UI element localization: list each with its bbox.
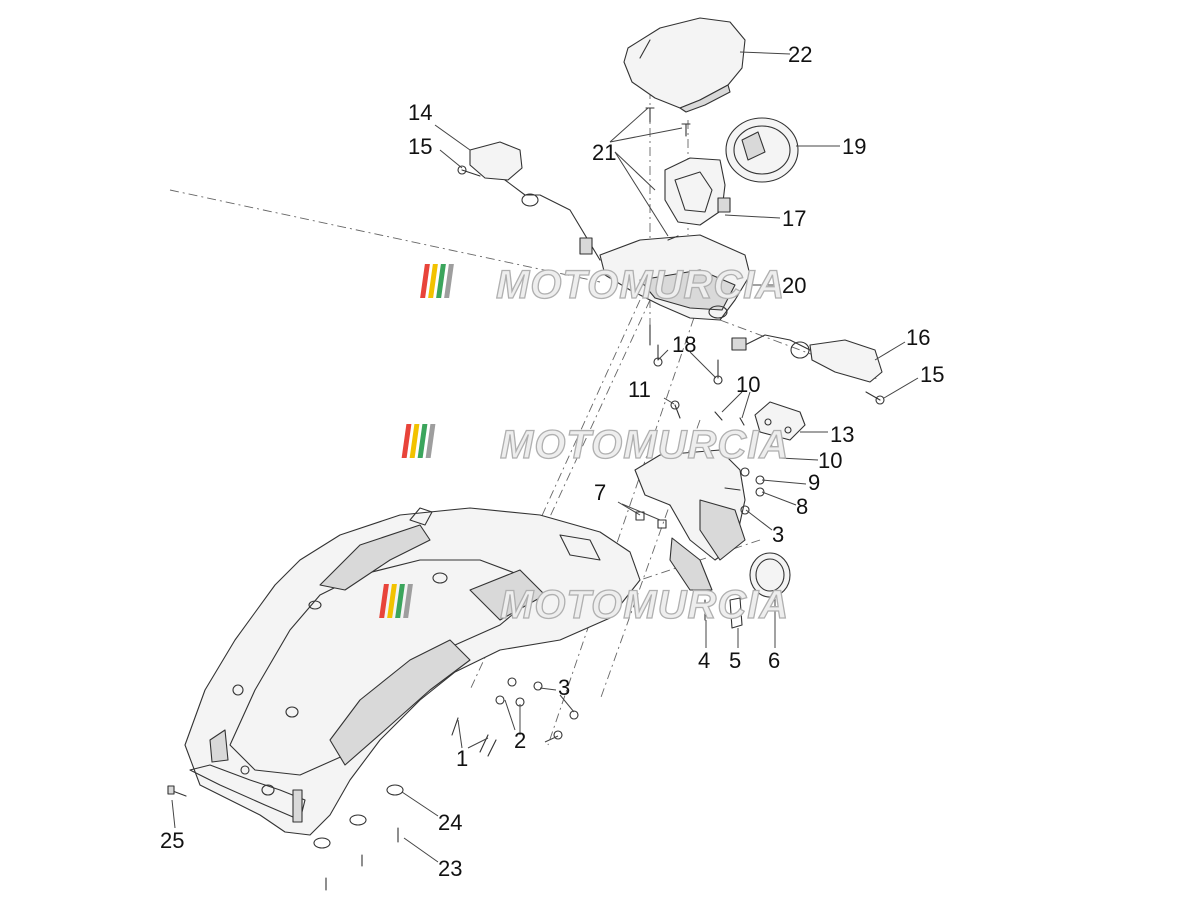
- watermark-text: MOTOMURCIA: [496, 263, 785, 307]
- callout-13: 13: [830, 422, 854, 447]
- right-turn-signal: [731, 334, 883, 383]
- callout-15-right: 15: [920, 362, 944, 387]
- watermark-text: MOTOMURCIA: [500, 423, 789, 467]
- callout-23: 23: [438, 856, 462, 881]
- callout-4: 4: [698, 648, 710, 673]
- callout-15-left: 15: [408, 134, 432, 159]
- callout-18: 18: [672, 332, 696, 357]
- watermark-text: MOTOMURCIA: [500, 583, 789, 627]
- callout-17: 17: [782, 206, 806, 231]
- callout-labels: 22 19 21 17 20 14 15 16 15 18 11 10 13 1…: [160, 42, 944, 881]
- callout-25: 25: [160, 828, 184, 853]
- callout-7: 7: [594, 480, 606, 505]
- callout-24: 24: [438, 810, 462, 835]
- reflector-bracket: [754, 401, 806, 441]
- callout-1: 1: [456, 746, 468, 771]
- license-holder: [599, 234, 751, 321]
- callout-14: 14: [408, 100, 432, 125]
- callout-2: 2: [514, 728, 526, 753]
- callout-16: 16: [906, 325, 930, 350]
- callout-19: 19: [842, 134, 866, 159]
- assembly-lines: [169, 90, 881, 746]
- plate-carrier: [634, 449, 746, 629]
- callout-5: 5: [729, 648, 741, 673]
- callout-6: 6: [768, 648, 780, 673]
- left-turn-signal: [469, 141, 601, 261]
- watermark-middle: MOTOMURCIA: [401, 422, 789, 468]
- lamp-holder: [664, 157, 731, 226]
- callout-3-upper: 3: [772, 522, 784, 547]
- leader-lines: [171, 51, 919, 863]
- callout-3-lower: 3: [558, 675, 570, 700]
- callout-22: 22: [788, 42, 812, 67]
- tail-light-cover: [623, 17, 746, 113]
- tail-light-unit: [725, 117, 799, 183]
- callout-10-top: 10: [736, 372, 760, 397]
- callout-20: 20: [782, 273, 806, 298]
- callout-9: 9: [808, 470, 820, 495]
- reflector: [749, 552, 791, 598]
- callout-11: 11: [628, 377, 651, 402]
- rear-mudguard: [184, 507, 641, 836]
- callout-10-bottom: 10: [818, 448, 842, 473]
- watermark-bottom: MOTOMURCIA: [379, 582, 789, 628]
- callout-8: 8: [796, 494, 808, 519]
- watermark-top: MOTOMURCIA: [420, 262, 785, 308]
- callout-21: 21: [592, 140, 616, 165]
